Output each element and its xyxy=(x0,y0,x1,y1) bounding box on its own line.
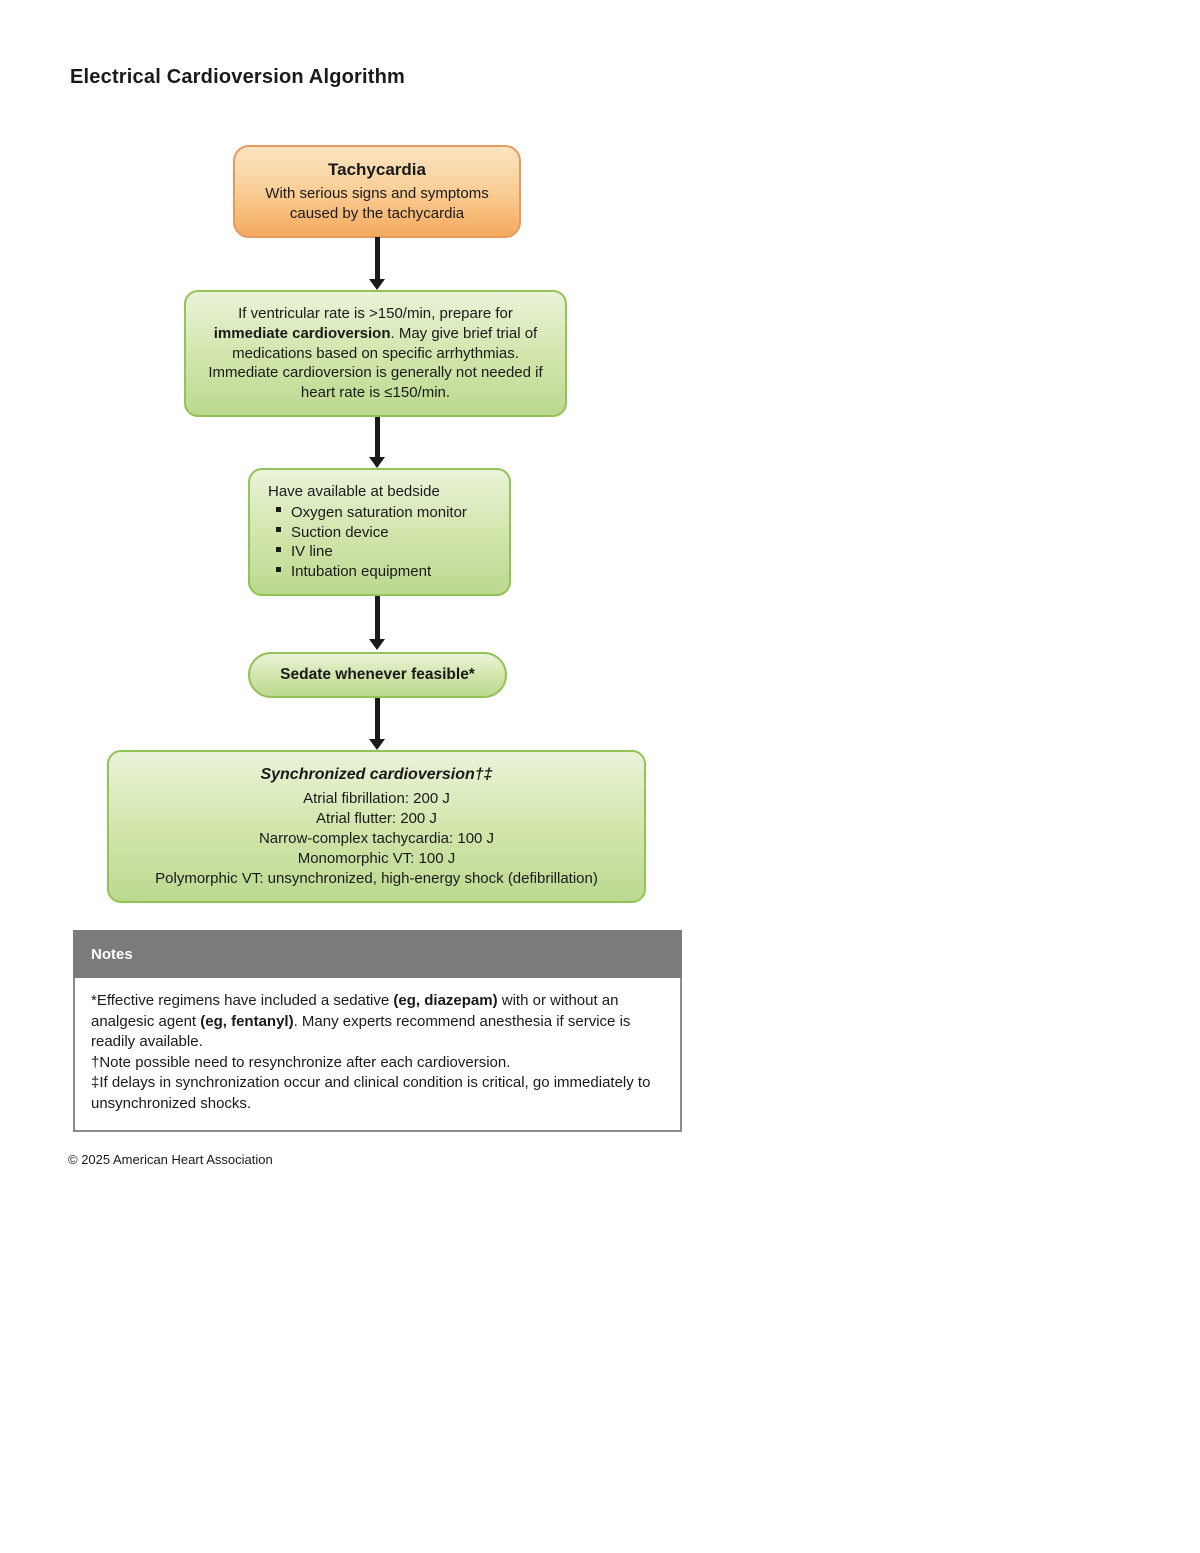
list-item-label: Intubation equipment xyxy=(291,563,432,581)
list-item: IV line xyxy=(268,542,497,562)
list-item-label: IV line xyxy=(291,543,333,561)
notes-title: Notes xyxy=(91,945,133,963)
sedate-box: Sedate whenever feasible* xyxy=(248,652,507,698)
arrow-head-icon xyxy=(369,639,385,650)
page-title: Electrical Cardioversion Algorithm xyxy=(70,66,406,88)
bullet-square-icon xyxy=(276,546,281,552)
arrow-head-icon xyxy=(369,457,385,468)
sync-box: Synchronized cardioversion†‡ Atrial fibr… xyxy=(107,750,646,903)
sync-line: Narrow-complex tachycardia: 100 J xyxy=(258,830,495,848)
bedside-box: Have available at bedside Oxygen saturat… xyxy=(248,468,511,596)
list-item: Intubation equipment xyxy=(268,562,497,582)
bullet-square-icon xyxy=(276,527,281,532)
notes-header: Notes xyxy=(73,930,682,978)
copyright-text: © 2025 American Heart Association xyxy=(68,1152,273,1167)
sync-line: Monomorphic VT: 100 J xyxy=(297,850,456,868)
arrow-stem xyxy=(374,237,380,279)
bullet-square-icon xyxy=(276,507,281,513)
arrow-stem xyxy=(374,596,380,639)
down-arrow xyxy=(369,417,385,468)
arrow-head-icon xyxy=(369,279,385,290)
down-arrow xyxy=(369,237,385,290)
list-item: Oxygen saturation monitor xyxy=(268,503,497,523)
bullet-square-icon xyxy=(276,566,281,572)
sedate-label: Sedate whenever feasible* xyxy=(280,665,475,683)
list-item-label: Oxygen saturation monitor xyxy=(291,503,467,521)
rate-box: If ventricular rate is >150/min, prepare… xyxy=(184,290,567,417)
sync-line: Atrial flutter: 200 J xyxy=(316,810,437,828)
tachycardia-box: Tachycardia With serious signs and sympt… xyxy=(233,145,521,238)
notes-body: *Effective regimens have included a seda… xyxy=(73,978,682,1133)
bedside-list: Oxygen saturation monitor Suction device… xyxy=(268,503,497,583)
list-item-label: Suction device xyxy=(291,523,389,541)
arrow-stem xyxy=(374,417,380,457)
list-item: Suction device xyxy=(268,523,497,543)
sync-box-title: Synchronized cardioversion†‡ xyxy=(260,766,493,784)
notes-panel: Notes *Effective regimens have included … xyxy=(73,930,682,1133)
tachycardia-box-title: Tachycardia xyxy=(328,159,426,179)
note-line: *Effective regimens have included a seda… xyxy=(91,992,631,1051)
sync-line: Polymorphic VT: unsynchronized, high-ene… xyxy=(155,870,598,888)
note-line: ‡If delays in synchronization occur and … xyxy=(91,1074,651,1112)
down-arrow xyxy=(369,596,385,650)
tachycardia-box-body: With serious signs and symptoms caused b… xyxy=(265,185,489,223)
bedside-heading: Have available at bedside xyxy=(268,482,440,500)
sync-line: Atrial fibrillation: 200 J xyxy=(303,790,450,808)
arrow-stem xyxy=(374,698,380,739)
down-arrow xyxy=(369,698,385,750)
arrow-head-icon xyxy=(369,739,385,750)
note-line: †Note possible need to resynchronize aft… xyxy=(91,1053,511,1071)
rate-box-body: If ventricular rate is >150/min, prepare… xyxy=(208,304,543,402)
